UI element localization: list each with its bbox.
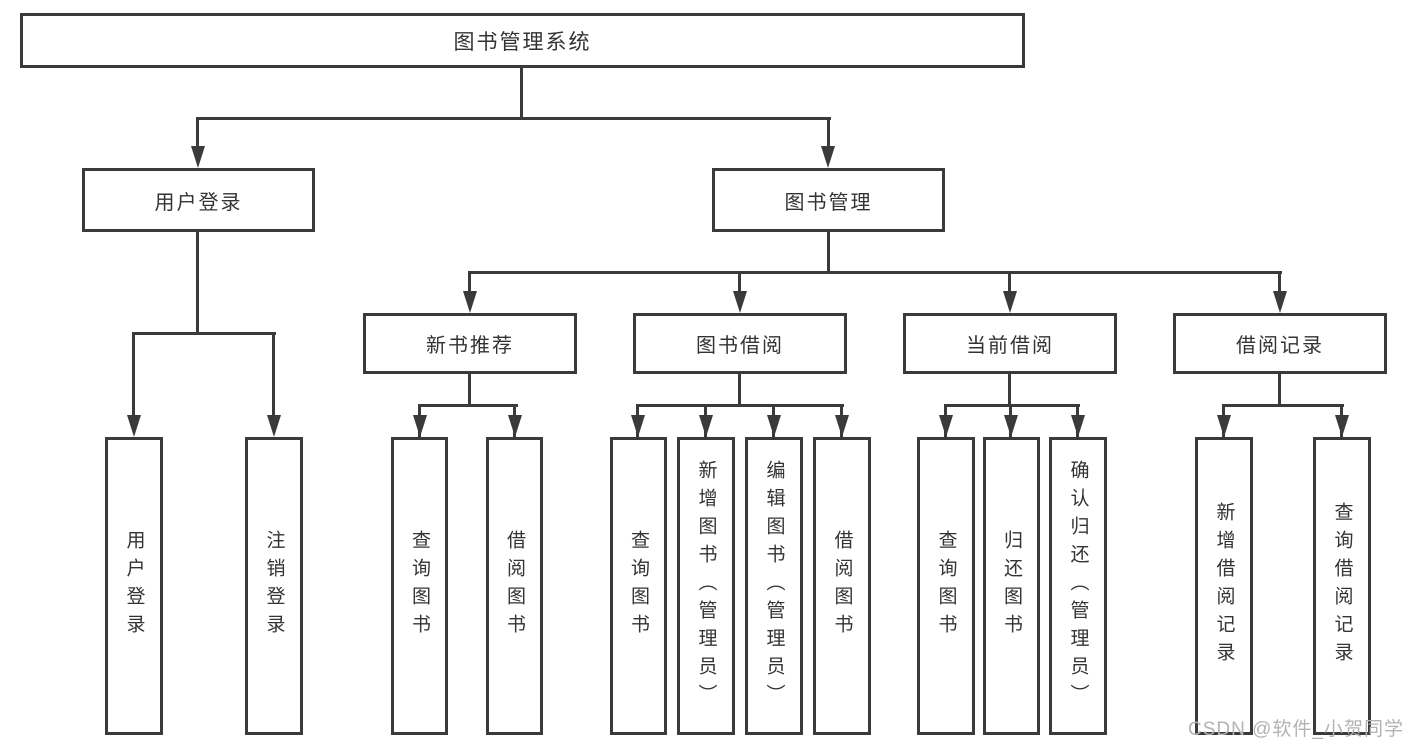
connector-line [738, 271, 741, 299]
node-root: 图书管理系统 [20, 13, 1025, 68]
leaf-label: 归还图书 [1001, 530, 1022, 642]
arrowhead-icon [267, 415, 281, 437]
connector-line [1278, 372, 1281, 407]
connector-line [1278, 271, 1281, 299]
node-leaf-return-books: 归还图书 [983, 437, 1040, 735]
connector-line [1008, 372, 1011, 407]
node-book-management: 图书管理 [712, 168, 945, 232]
leaf-label: 查询图书 [409, 530, 430, 642]
node-book-borrow-label: 图书借阅 [696, 335, 784, 357]
connector-line [944, 404, 1080, 407]
arrowhead-icon [1335, 415, 1349, 437]
node-leaf-query-books-recommend: 查询图书 [391, 437, 448, 735]
node-leaf-edit-books-admin: 编辑图书（管理员） [745, 437, 803, 735]
node-leaf-add-borrow-record: 新增借阅记录 [1195, 437, 1253, 735]
arrowhead-icon [1003, 291, 1017, 313]
connector-line [132, 332, 135, 423]
leaf-label: 查询借阅记录 [1331, 502, 1353, 670]
leaf-label: 注销登录 [263, 530, 285, 642]
arrowhead-icon [835, 415, 849, 437]
arrowhead-icon [733, 291, 747, 313]
connector-line [468, 271, 471, 299]
leaf-label: 新增借阅记录 [1213, 502, 1235, 670]
connector-line [827, 230, 830, 274]
arrowhead-icon [508, 415, 522, 437]
arrowhead-icon [413, 415, 427, 437]
arrowhead-icon [1217, 415, 1231, 437]
node-user-login: 用户登录 [82, 168, 315, 232]
connector-line [636, 404, 844, 407]
arrowhead-icon [463, 291, 477, 313]
leaf-label: 新增图书（管理员） [695, 460, 717, 712]
connector-line [468, 271, 1282, 274]
arrowhead-icon [1071, 415, 1085, 437]
node-book-borrow: 图书借阅 [633, 313, 847, 374]
arrowhead-icon [631, 415, 645, 437]
connector-line [1222, 404, 1344, 407]
connector-line [520, 66, 523, 120]
arrowhead-icon [821, 146, 835, 168]
arrowhead-icon [127, 415, 141, 437]
node-leaf-logout: 注销登录 [245, 437, 303, 735]
node-current-borrow: 当前借阅 [903, 313, 1117, 374]
connector-line [196, 230, 199, 335]
node-borrow-records-label: 借阅记录 [1236, 335, 1324, 357]
leaf-label: 查询图书 [935, 530, 957, 642]
connector-line [418, 404, 518, 407]
node-leaf-confirm-return-admin: 确认归还（管理员） [1049, 437, 1107, 735]
node-leaf-add-books-admin: 新增图书（管理员） [677, 437, 735, 735]
leaf-label: 确认归还（管理员） [1067, 460, 1089, 712]
node-leaf-borrow-books-recommend: 借阅图书 [486, 437, 543, 735]
connector-line [468, 372, 471, 407]
node-current-borrow-label: 当前借阅 [966, 335, 1054, 357]
node-leaf-query-books-borrow: 查询图书 [610, 437, 667, 735]
connector-line [196, 117, 199, 154]
arrowhead-icon [1273, 291, 1287, 313]
node-new-book-recommend: 新书推荐 [363, 313, 577, 374]
node-new-book-recommend-label: 新书推荐 [426, 335, 514, 357]
watermark: CSDN @软件_小贺同学 [1188, 719, 1404, 740]
leaf-label: 用户登录 [123, 530, 145, 642]
node-leaf-query-books-current: 查询图书 [917, 437, 975, 735]
arrowhead-icon [1004, 415, 1018, 437]
arrowhead-icon [767, 415, 781, 437]
node-root-label: 图书管理系统 [453, 30, 592, 54]
arrowhead-icon [191, 146, 205, 168]
node-user-login-label: 用户登录 [154, 191, 243, 214]
arrowhead-icon [939, 415, 953, 437]
node-book-management-label: 图书管理 [784, 191, 873, 214]
connector-line [272, 332, 275, 423]
connector-line [132, 332, 276, 335]
leaf-label: 查询图书 [628, 530, 649, 642]
node-borrow-records: 借阅记录 [1173, 313, 1387, 374]
leaf-label: 编辑图书（管理员） [763, 460, 785, 712]
connector-line [738, 372, 741, 407]
connector-line [1008, 271, 1011, 299]
node-leaf-borrow-books: 借阅图书 [813, 437, 871, 735]
node-leaf-user-login: 用户登录 [105, 437, 163, 735]
arrowhead-icon [699, 415, 713, 437]
leaf-label: 借阅图书 [831, 530, 853, 642]
connector-line [827, 117, 830, 154]
connector-line [197, 117, 831, 120]
leaf-label: 借阅图书 [504, 530, 525, 642]
node-leaf-query-borrow-record: 查询借阅记录 [1313, 437, 1371, 735]
